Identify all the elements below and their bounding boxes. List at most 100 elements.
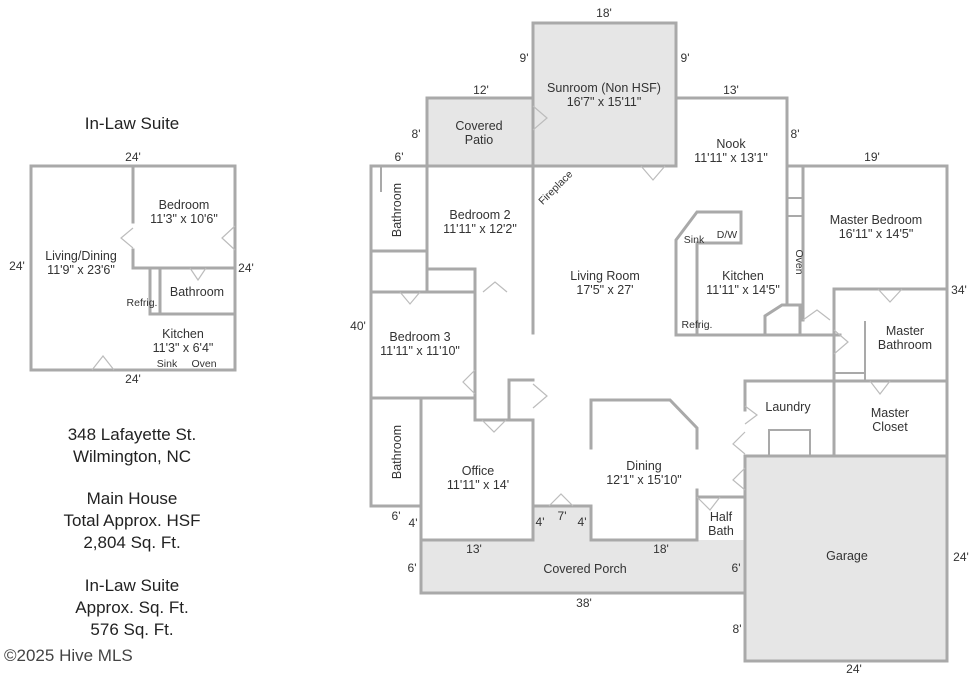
bedroom2-size: 11'11" x 12'2": [443, 222, 517, 236]
dim-porch-bottom: 38': [576, 596, 592, 610]
door-swing: [399, 291, 421, 305]
porch-shade: [421, 540, 744, 593]
door-swing: [532, 383, 548, 409]
dim-bath-top: 6': [395, 150, 404, 164]
suite-bedroom-size: 11'3" x 10'6": [150, 212, 218, 226]
dining-size: 12'1" x 15'10": [606, 473, 682, 487]
door-swing: [120, 227, 134, 249]
suite-area-line-3: 576 Sq. Ft.: [90, 620, 174, 639]
nook-wall: [674, 96, 789, 168]
dim-porch-left-top: 13': [466, 542, 482, 556]
door-swing: [481, 419, 507, 433]
nook-size: 11'11" x 13'1": [694, 151, 768, 165]
dim-porch-left: 6': [408, 561, 417, 575]
kitchen-sink-label: Sink: [684, 234, 705, 246]
inlaw-suite-plan: 24' 24' 24' 24' Bedroom 11'3" x 10'6" Li…: [9, 150, 254, 386]
door-swing: [221, 225, 236, 251]
main-house-line-3: 2,804 Sq. Ft.: [83, 533, 181, 552]
dim-patio-top: 12': [473, 83, 489, 97]
suite-refrig-label: Refrig.: [127, 297, 158, 309]
garage-name: Garage: [826, 549, 868, 563]
dim-porch-right: 6': [732, 561, 741, 575]
suite-living-name: Living/Dining: [45, 249, 117, 263]
dim-porch-right-top: 18': [653, 542, 669, 556]
copyright-watermark: ©2025 Hive MLS: [4, 646, 133, 665]
dim-right-side: 34': [951, 283, 967, 297]
main-house-line-2: Total Approx. HSF: [63, 511, 201, 530]
bedroom3-size: 11'11" x 11'10": [380, 344, 460, 358]
address-line-2: Wilmington, NC: [72, 447, 192, 466]
master-bath-name-1: Master: [886, 324, 924, 338]
living-name: Living Room: [570, 269, 639, 283]
dim-patio-left: 8': [412, 127, 421, 141]
door-swing: [482, 281, 508, 293]
porch-step-shade: [533, 506, 591, 540]
address-line-1: 348 Lafayette St.: [67, 425, 197, 444]
suite-dim-right: 24': [238, 261, 254, 275]
bathroom-b-name: Bathroom: [390, 425, 404, 479]
suite-living-size: 11'9" x 23'6": [47, 263, 115, 277]
suite-dim-top: 24': [125, 150, 141, 164]
dim-nook-top: 13': [723, 83, 739, 97]
bedroom2-name: Bedroom 2: [449, 208, 510, 222]
dim-office-left: 4': [409, 516, 418, 530]
suite-area-line-1: In-Law Suite: [84, 576, 180, 595]
suite-oven-label: Oven: [191, 358, 216, 370]
suite-area-line-2: Approx. Sq. Ft.: [75, 598, 189, 617]
office-size: 11'11" x 14': [447, 478, 509, 492]
porch-wall: [419, 538, 746, 595]
master-outer-wall: [785, 164, 949, 458]
door-swing: [744, 405, 758, 425]
nook-name: Nook: [716, 137, 746, 151]
bathroom-a-name: Bathroom: [390, 183, 404, 237]
dim-bath-bottom: 6': [392, 509, 401, 523]
dim-porch-mid-c: 4': [578, 515, 587, 529]
patio-name-2: Patio: [465, 133, 494, 147]
sunroom-shade: [533, 23, 676, 166]
sunroom-size: 16'7" x 15'11": [567, 95, 642, 109]
dim-sunroom-left: 9': [520, 51, 529, 65]
bedroom3-name: Bedroom 3: [389, 330, 450, 344]
half-bath-name-2: Bath: [708, 524, 734, 538]
master-closet-name-2: Closet: [872, 420, 908, 434]
kitchen-size: 11'11" x 14'5": [706, 283, 780, 297]
left-outer-wall: [369, 164, 429, 508]
patio-name-1: Covered: [455, 119, 502, 133]
main-house-line-1: Main House: [86, 489, 178, 508]
suite-area-block: In-Law Suite Approx. Sq. Ft. 576 Sq. Ft.: [12, 575, 252, 641]
porch-name: Covered Porch: [543, 562, 626, 576]
fireplace-label: Fireplace: [536, 168, 575, 207]
door-swing: [833, 329, 849, 355]
door-swing: [696, 496, 721, 511]
patio-wall: [425, 96, 535, 168]
door-swing: [732, 431, 746, 455]
door-swing: [189, 267, 207, 282]
garage-shade: [745, 456, 947, 661]
door-swing: [732, 467, 746, 491]
master-bath-name-2: Bathroom: [878, 338, 932, 352]
suite-dim-bottom: 24': [125, 372, 141, 386]
kitchen-counter: [674, 210, 743, 337]
suite-dim-left: 24': [9, 259, 25, 273]
inlaw-suite-title: In-Law Suite: [84, 114, 180, 133]
garage-wall: [743, 454, 949, 663]
dim-porch-mid-a: 4': [536, 515, 545, 529]
door-swing: [548, 493, 574, 507]
main-house-block: Main House Total Approx. HSF 2,804 Sq. F…: [12, 488, 252, 554]
sunroom-name: Sunroom (Non HSF): [547, 81, 661, 95]
living-size: 17'5" x 27': [576, 283, 633, 297]
master-bed-size: 16'11" x 14'5": [839, 227, 914, 241]
suite-bedroom-name: Bedroom: [159, 198, 210, 212]
kitchen-name: Kitchen: [722, 269, 764, 283]
dim-garage-bottom: 24': [846, 662, 862, 676]
laundry-name: Laundry: [765, 400, 811, 414]
kitchen-counter: [763, 303, 802, 337]
door-swing: [532, 105, 548, 131]
dim-left-side: 40': [350, 319, 366, 333]
dim-nook-right: 8': [791, 127, 800, 141]
half-bath-name-1: Half: [710, 510, 733, 524]
kitchen-dw-label: D/W: [717, 229, 738, 241]
master-bed-name: Master Bedroom: [830, 213, 922, 227]
door-swing: [91, 355, 115, 371]
